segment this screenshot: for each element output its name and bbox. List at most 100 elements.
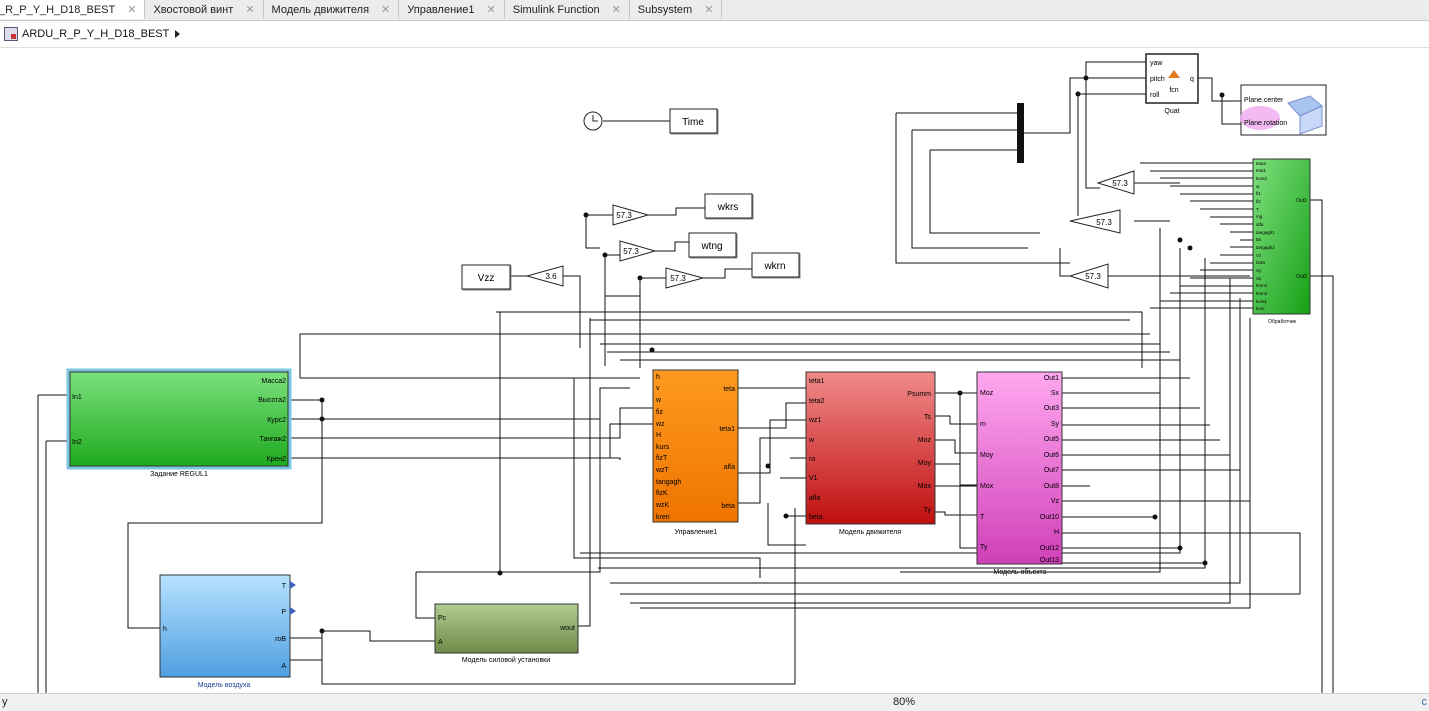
gain-value: 3.6 xyxy=(545,272,557,281)
clock-block[interactable] xyxy=(583,111,603,131)
gain-block-wkrn[interactable]: 57.3 xyxy=(665,267,705,289)
tab-main-model[interactable]: I_R_P_Y_H_D18_BEST ✕ xyxy=(0,0,146,19)
port-label: m xyxy=(980,421,986,428)
wtng-display-block[interactable]: wtng xyxy=(688,232,737,258)
port-label: V1 xyxy=(809,475,818,482)
gain-value: 57.3 xyxy=(623,247,639,256)
tab-label: Subsystem xyxy=(637,3,693,16)
tab-control1[interactable]: Управление1✕ xyxy=(399,0,505,19)
status-left-text: y xyxy=(2,696,8,708)
vzz-display-block[interactable]: Vzz xyxy=(461,264,511,290)
port-label: teta2 xyxy=(809,398,825,405)
port-label: Out6 xyxy=(1044,452,1059,459)
plane-3d-block[interactable]: Plane.center Plane.rotation xyxy=(1240,84,1327,136)
port-label: Mox xyxy=(980,483,994,490)
dvizh-caption: Модель движителя xyxy=(839,529,901,536)
gain-block-right-2[interactable]: 57.3 xyxy=(1069,209,1121,234)
signal-lines xyxy=(37,61,1334,693)
close-icon[interactable]: ✕ xyxy=(127,4,137,16)
quat-in-roll: roll xyxy=(1150,92,1160,99)
quat-out-q: q xyxy=(1190,76,1194,83)
upravlenie-out-teta: teta xyxy=(723,386,735,393)
tab-propulsor-model[interactable]: Модель движителя ✕ xyxy=(264,0,400,19)
gain-block-vzz[interactable]: 3.6 xyxy=(525,265,564,287)
tab-tail-rotor[interactable]: Хвостовой винт ✕ xyxy=(145,0,264,19)
port-label: Bs xyxy=(1256,237,1262,242)
port-label: Sy xyxy=(1256,268,1262,273)
tab-label: Хвостовой винт xyxy=(153,3,234,16)
wkrs-display-block[interactable]: wkrs xyxy=(704,193,753,219)
close-icon[interactable]: ✕ xyxy=(486,4,496,16)
quat-caption: Quat xyxy=(1164,108,1179,115)
tab-simulink-function[interactable]: Simulink Function✕ xyxy=(505,0,630,19)
matlab-icon xyxy=(1168,70,1180,78)
air-model-subsystem[interactable]: h T P roB A Модель воздуха xyxy=(159,574,296,689)
port-label: Sy xyxy=(1051,421,1060,428)
gain-block-right-3[interactable]: 57.3 xyxy=(1068,263,1109,289)
port-label: fizT xyxy=(656,455,668,462)
vozduh-in-h: h xyxy=(163,626,167,633)
dvizhitel-model-subsystem[interactable]: teta1 teta2 wz1 w ro V1 alfa beta Psumm … xyxy=(805,371,936,536)
port-label: Sx xyxy=(1256,276,1262,281)
gain-block-wtng[interactable]: 57.3 xyxy=(619,240,657,262)
obrabotchik-caption: Обработчик xyxy=(1268,319,1297,325)
tab-subsystem[interactable]: Subsystem ✕ xyxy=(630,0,723,19)
quat-fcn-label: fcn xyxy=(1169,87,1178,94)
port-label: Ts xyxy=(924,414,932,421)
object-model-subsystem[interactable]: Moz m Moy Mox T Ty Out1 Sx Out3 Sy Out5 … xyxy=(976,371,1063,576)
tab-label: I_R_P_Y_H_D18_BEST xyxy=(0,3,116,16)
port-label: T xyxy=(980,514,985,521)
close-icon[interactable]: ✕ xyxy=(245,4,255,16)
close-icon[interactable]: ✕ xyxy=(381,4,391,16)
port-label: wz1 xyxy=(808,417,822,424)
port-label: Moz xyxy=(918,437,932,444)
port-label: kren2 xyxy=(1256,291,1268,296)
power-plant-subsystem[interactable]: Pc A wout Модель силовой установки xyxy=(434,603,579,664)
breadcrumb-arrow-icon[interactable] xyxy=(175,30,181,38)
gain-block-right-1[interactable]: 57.3 xyxy=(1096,170,1135,195)
quat-function-block[interactable]: yaw pitch roll q fcn Quat xyxy=(1145,53,1199,115)
port-label: tangagh1 xyxy=(1256,230,1275,235)
port-label: Moy xyxy=(918,460,932,467)
close-icon[interactable]: ✕ xyxy=(611,4,621,16)
port-label: alfa xyxy=(809,495,820,502)
port-label: beta xyxy=(809,514,823,521)
dvizh-inputs: teta1 teta2 wz1 w ro V1 alfa beta xyxy=(808,378,825,521)
zadanie-out-kurs: Курс2 xyxy=(267,417,286,424)
gain-block-wkrs[interactable]: 57.3 xyxy=(612,204,650,226)
port-label: fi1 xyxy=(1256,191,1261,196)
mux-block[interactable] xyxy=(1017,103,1024,163)
zoom-level[interactable]: 80% xyxy=(893,696,916,708)
breadcrumb-model[interactable]: ARDU_R_P_Y_H_D18_BEST xyxy=(22,28,170,40)
quat-in-pitch: pitch xyxy=(1150,76,1165,83)
upravlenie-out-teta1: teta1 xyxy=(719,426,735,433)
zadanie-in2: In2 xyxy=(72,439,82,446)
zadanie-regul1-subsystem[interactable]: In1 In2 Масса2 Высота2 Курс2 Тангаж2 Кре… xyxy=(66,368,292,478)
port-label: w xyxy=(808,437,815,444)
wkrn-display-block[interactable]: wkrn xyxy=(751,252,800,278)
upravlenie-out-alfa: alfa xyxy=(724,464,735,471)
port-label: Ty xyxy=(924,507,932,514)
breadcrumb: ARDU_R_P_Y_H_D18_BEST xyxy=(0,21,1429,48)
model-canvas[interactable]: Time wkrs wtng wkrn Vzz 57.3 57.3 57.3 3… xyxy=(0,48,1429,693)
time-display-block[interactable]: Time xyxy=(669,108,718,134)
upravlenie1-subsystem[interactable]: h v w fiz wz H kurs fizT wzT tangagh fiz… xyxy=(652,369,739,536)
port-label: Out10 xyxy=(1040,514,1059,521)
port-label: H xyxy=(1054,529,1059,536)
zadanie-out-massa: Масса2 xyxy=(261,378,286,385)
obrabotchik-inputs: teta2 teta1 kurs2 w fi1 fi2 T mg alfa ta… xyxy=(1256,161,1275,311)
port-label: w xyxy=(655,397,662,404)
silovaya-out-wout: wout xyxy=(559,625,575,632)
model-icon xyxy=(4,27,18,41)
status-right-text[interactable]: c xyxy=(1421,696,1428,708)
port-label: Out3 xyxy=(1044,405,1059,412)
obekt-inputs: Moz m Moy Mox T Ty xyxy=(980,390,994,551)
port-label: teta1 xyxy=(1256,168,1267,173)
close-icon[interactable]: ✕ xyxy=(704,4,714,16)
obrabotchik-subsystem[interactable]: teta2 teta1 kurs2 w fi1 fi2 T mg alfa ta… xyxy=(1252,158,1311,325)
port-label: Vz xyxy=(1256,253,1262,258)
port-label: tangagh xyxy=(656,479,681,486)
obekt-outputs: Out1 Sx Out3 Sy Out5 Out6 Out7 Out8 Vz O… xyxy=(1040,375,1060,564)
tab-label: Модель движителя xyxy=(271,3,370,16)
gain-value: 57.3 xyxy=(1085,272,1101,281)
